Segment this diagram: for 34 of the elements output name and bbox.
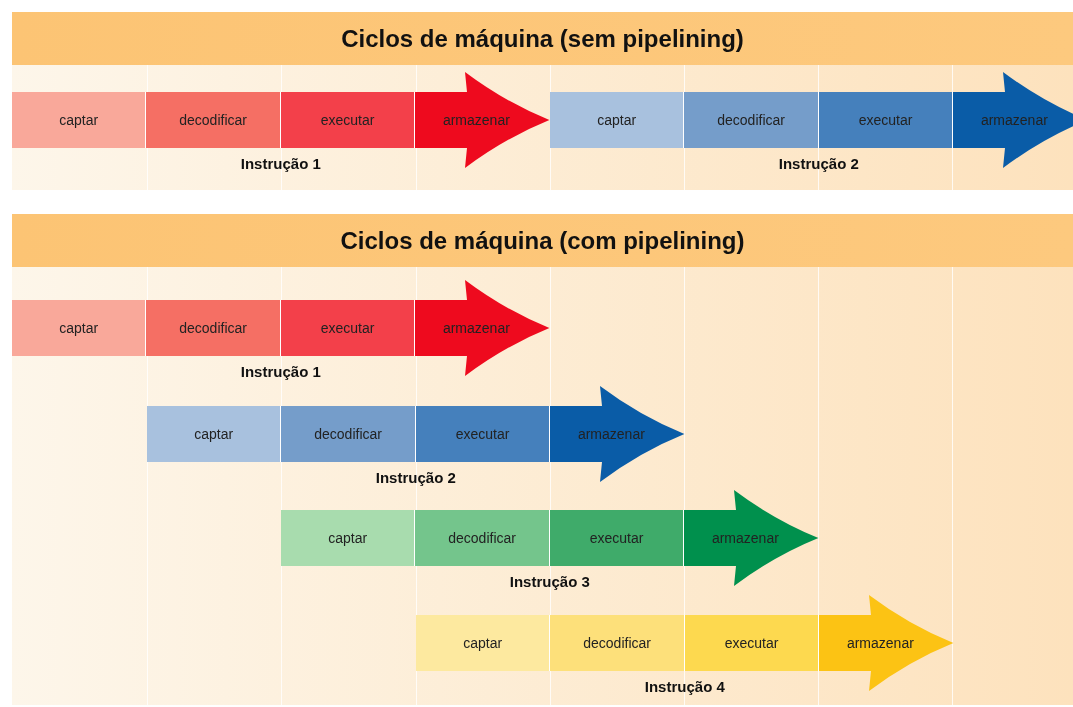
arrow-segment: armazenar — [550, 386, 685, 482]
arrow-segment: armazenar — [684, 490, 819, 586]
stage-segment: executar — [549, 510, 685, 566]
stage-segment: decodificar — [146, 300, 281, 356]
instruction-label: Instrução 2 — [778, 154, 859, 174]
stage-segment: executar — [280, 300, 416, 356]
instruction-label: Instrução 3 — [509, 572, 590, 592]
stage-segment: decodificar — [146, 92, 281, 148]
stage-segment: captar — [550, 92, 685, 148]
stage-segment: executar — [684, 615, 820, 671]
arrow-segment: armazenar — [415, 280, 550, 376]
arrow-segment: armazenar — [819, 595, 954, 691]
stage-segment: decodificar — [550, 615, 685, 671]
stage-segment: decodificar — [415, 510, 550, 566]
stage-segment: decodificar — [684, 92, 819, 148]
stage-segment: executar — [818, 92, 954, 148]
instruction-label: Instrução 1 — [240, 154, 321, 174]
panel-background — [12, 12, 1073, 190]
instruction-label: Instrução 4 — [644, 677, 725, 697]
stage-segment: executar — [280, 92, 416, 148]
instruction-label: Instrução 1 — [240, 362, 321, 382]
arrow-segment: armazenar — [415, 72, 550, 168]
stage-segment: captar — [12, 92, 147, 148]
stage-segment: captar — [416, 615, 551, 671]
stage-segment: executar — [415, 406, 551, 462]
stage-segment: captar — [147, 406, 282, 462]
panel-title: Ciclos de máquina (com pipelining) — [12, 214, 1073, 267]
panel-title: Ciclos de máquina (sem pipelining) — [12, 12, 1073, 65]
instruction-label: Instrução 2 — [375, 468, 456, 488]
panel-background — [12, 214, 1073, 705]
stage-segment: captar — [12, 300, 147, 356]
arrow-segment: armazenar — [953, 72, 1073, 168]
stage-segment: decodificar — [281, 406, 416, 462]
stage-segment: captar — [281, 510, 416, 566]
